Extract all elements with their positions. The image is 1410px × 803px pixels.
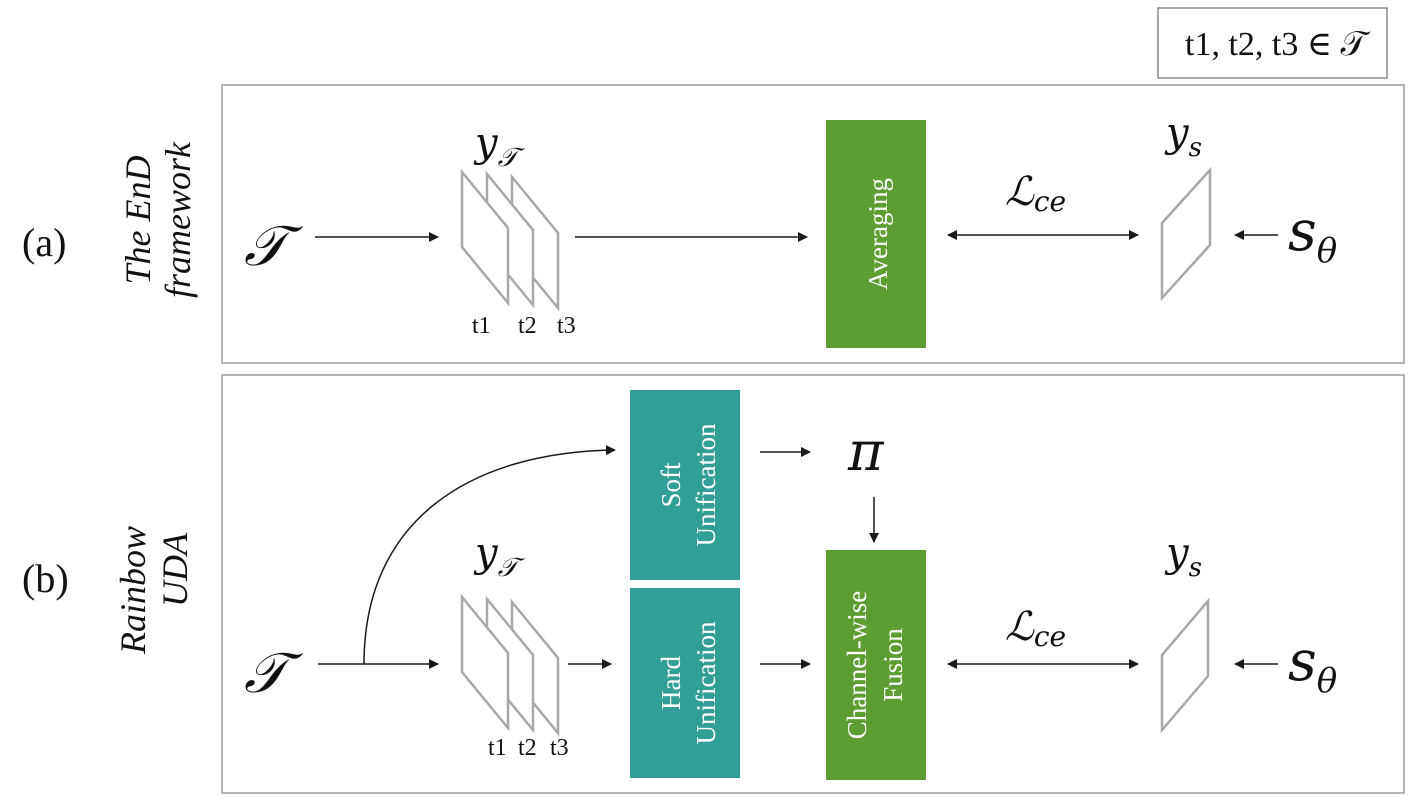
panel-b-label-t2: t2 <box>518 735 537 761</box>
panel-a-title-line2: framework <box>158 141 198 298</box>
soft-unification-line1: Soft <box>656 462 686 508</box>
panel-a-student-map <box>1160 166 1212 302</box>
panel-b-label-t1: t1 <box>488 735 507 761</box>
panel-b-teacher-stack <box>460 593 560 737</box>
panel-a-title-line1: The EnD <box>118 156 158 285</box>
panel-a-student-model: sθ <box>1288 199 1337 271</box>
panel-a-tag: (a) <box>22 220 66 265</box>
hard-unification-line2: Unification <box>691 621 721 744</box>
panel-b-title-line1: Rainbow <box>113 526 153 655</box>
panel-a: (a) The EnD framework 𝒯 y𝒯 t1 t2 t3 Aver… <box>22 84 1405 364</box>
panel-b-student-map <box>1160 597 1210 734</box>
panel-b-arrow-teacher-to-soft <box>363 445 616 665</box>
legend-set: t1, t2, t3 ∈ 𝒯 <box>1185 26 1371 63</box>
averaging-box <box>826 120 926 348</box>
panel-a-loss-label: ℒce <box>1005 169 1066 218</box>
panel-b-label-t3: t3 <box>550 735 569 761</box>
panel-b: (b) Rainbow UDA 𝒯 y𝒯 t1 t2 t3 Soft Unifi… <box>22 374 1405 794</box>
panel-a-border <box>221 84 1405 364</box>
panel-a-student-output: ys <box>1164 110 1202 163</box>
panel-b-teacher-set: 𝒯 <box>244 641 303 706</box>
panel-b-student-output: ys <box>1164 530 1202 583</box>
panel-a-map-t1 <box>460 168 510 307</box>
panel-b-border <box>221 374 1405 794</box>
panel-b-tag: (b) <box>22 556 69 601</box>
panel-a-teacher-set: 𝒯 <box>244 214 303 279</box>
hard-unification-box <box>630 588 740 778</box>
panel-a-teacher-stack <box>460 168 560 312</box>
soft-unification-line2: Unification <box>691 423 721 546</box>
channel-wise-fusion-line1: Channel-wise <box>842 591 872 739</box>
panel-a-teacher-output: y𝒯 <box>473 120 526 173</box>
panel-a-label-t3: t3 <box>557 313 576 339</box>
panel-b-teacher-output: y𝒯 <box>473 530 526 583</box>
soft-unification-box <box>630 390 740 580</box>
panel-b-loss-label: ℒce <box>1005 604 1066 653</box>
panel-b-map-t1 <box>460 593 510 732</box>
averaging-label: Averaging <box>863 178 893 290</box>
channel-wise-fusion-line2: Fusion <box>878 628 908 702</box>
panel-b-title-line2: UDA <box>155 532 195 607</box>
panel-a-label-t2: t2 <box>518 313 537 339</box>
hard-unification-line1: Hard <box>656 656 686 710</box>
panel-a-label-t1: t1 <box>472 313 491 339</box>
legend-box <box>1157 7 1388 79</box>
legend: t1, t2, t3 ∈ 𝒯 <box>1157 7 1388 79</box>
panel-b-student-model: sθ <box>1288 629 1337 701</box>
channel-wise-fusion-box <box>826 550 926 780</box>
pi-symbol: π <box>847 420 885 483</box>
